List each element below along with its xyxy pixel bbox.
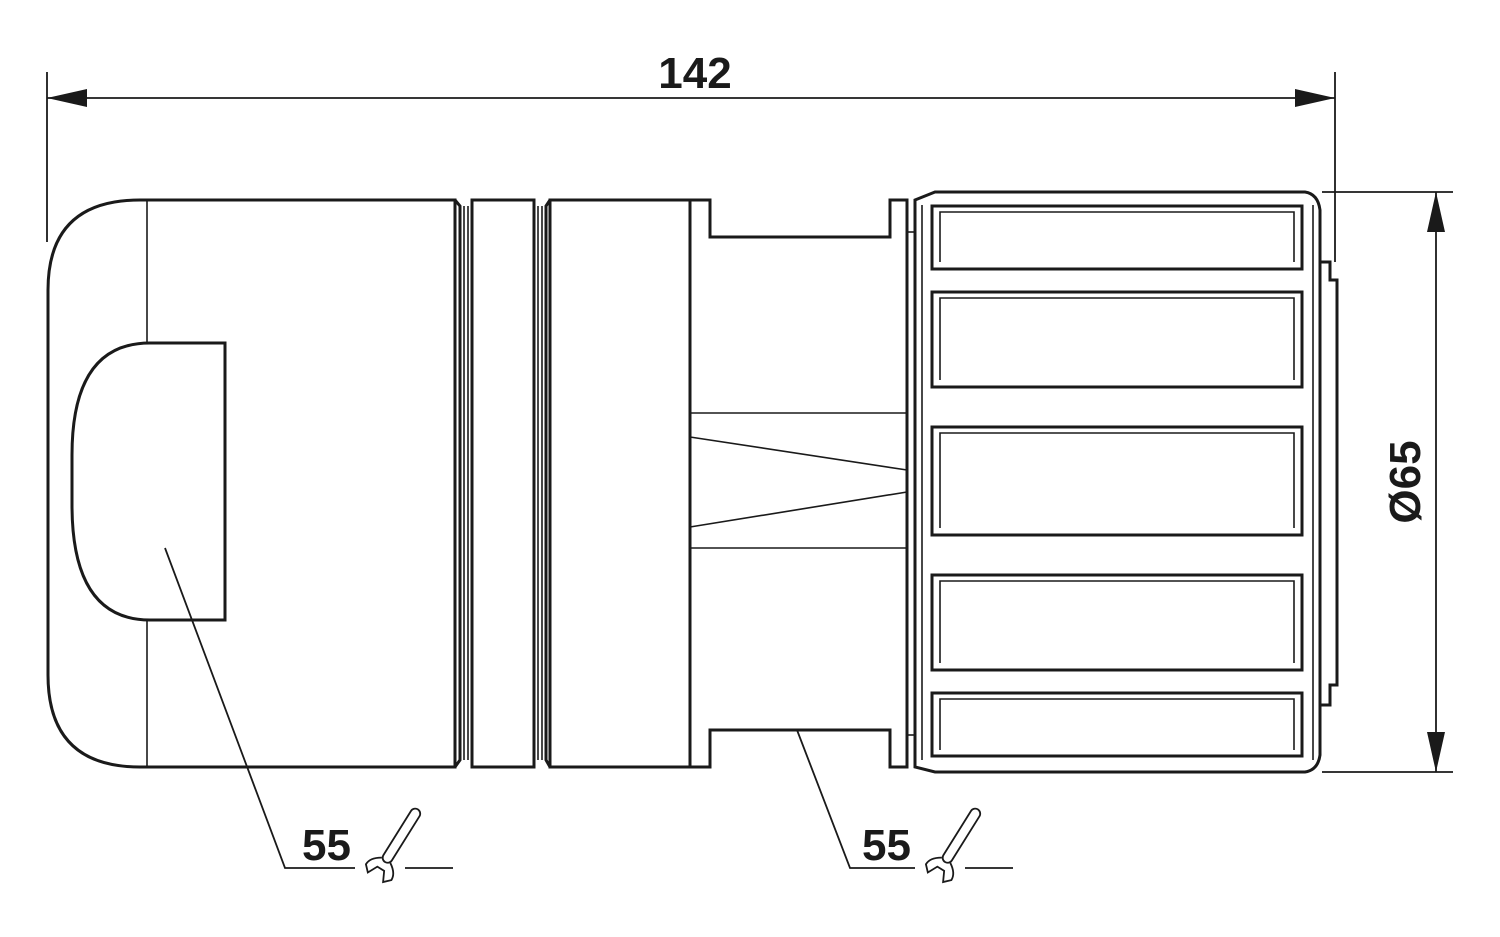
knurl-pad xyxy=(930,290,1304,389)
knurl-pad-outer xyxy=(930,691,1304,758)
rear-cap-wrench-flat xyxy=(70,341,227,622)
length-arrow-left xyxy=(47,89,87,107)
neck-outline xyxy=(690,198,909,769)
front-lip xyxy=(1320,260,1339,707)
groove-1 xyxy=(453,199,462,768)
neck-taper-lower xyxy=(689,491,908,528)
knurl-pad-bevel xyxy=(939,297,1295,380)
coupling-nut-outline xyxy=(913,190,1322,774)
knurl-pad xyxy=(930,425,1304,537)
knurl-pad-outer xyxy=(930,425,1304,537)
knurl-pad-bevel xyxy=(939,211,1295,262)
wrench-size-label-rear: 55 xyxy=(302,821,351,870)
housing-grooves xyxy=(453,198,552,769)
leader-line-neck xyxy=(796,729,915,869)
knurl-pad xyxy=(930,573,1304,672)
diameter-dimension: Ø65 xyxy=(1322,191,1453,773)
leader-line-rear xyxy=(164,547,355,869)
diameter-arrow-bottom xyxy=(1427,732,1445,772)
knurl-pad-bevel xyxy=(939,698,1295,750)
wrench-icon xyxy=(364,807,422,884)
knurl-pad-outer xyxy=(930,204,1304,271)
neck-section xyxy=(689,198,915,769)
knurl-pad xyxy=(930,204,1304,271)
groove-2 xyxy=(544,199,552,768)
rear-cap-outline xyxy=(46,198,457,769)
knurl-pad-bevel xyxy=(939,580,1295,663)
diameter-dimension-label: Ø65 xyxy=(1381,440,1430,523)
knurl-pad-outer xyxy=(930,573,1304,672)
coupling-nut xyxy=(913,190,1339,774)
length-dimension: 142 xyxy=(46,49,1336,262)
knurl-pad-outer xyxy=(930,290,1304,389)
knurl-pad-bevel xyxy=(939,432,1295,528)
knurl-pad xyxy=(930,691,1304,758)
diameter-arrow-top xyxy=(1427,192,1445,232)
rear-cap xyxy=(46,198,457,769)
wrench-callout-neck: 55 xyxy=(796,729,1013,884)
wrench-size-label-neck: 55 xyxy=(862,821,911,870)
housing-center-ring xyxy=(470,198,536,769)
wrench-callout-rear: 55 xyxy=(164,547,453,884)
wrench-icon xyxy=(924,807,982,884)
length-arrow-right xyxy=(1295,89,1335,107)
neck-taper-upper xyxy=(689,436,908,471)
main-housing xyxy=(548,198,692,769)
length-dimension-label: 142 xyxy=(658,49,731,98)
